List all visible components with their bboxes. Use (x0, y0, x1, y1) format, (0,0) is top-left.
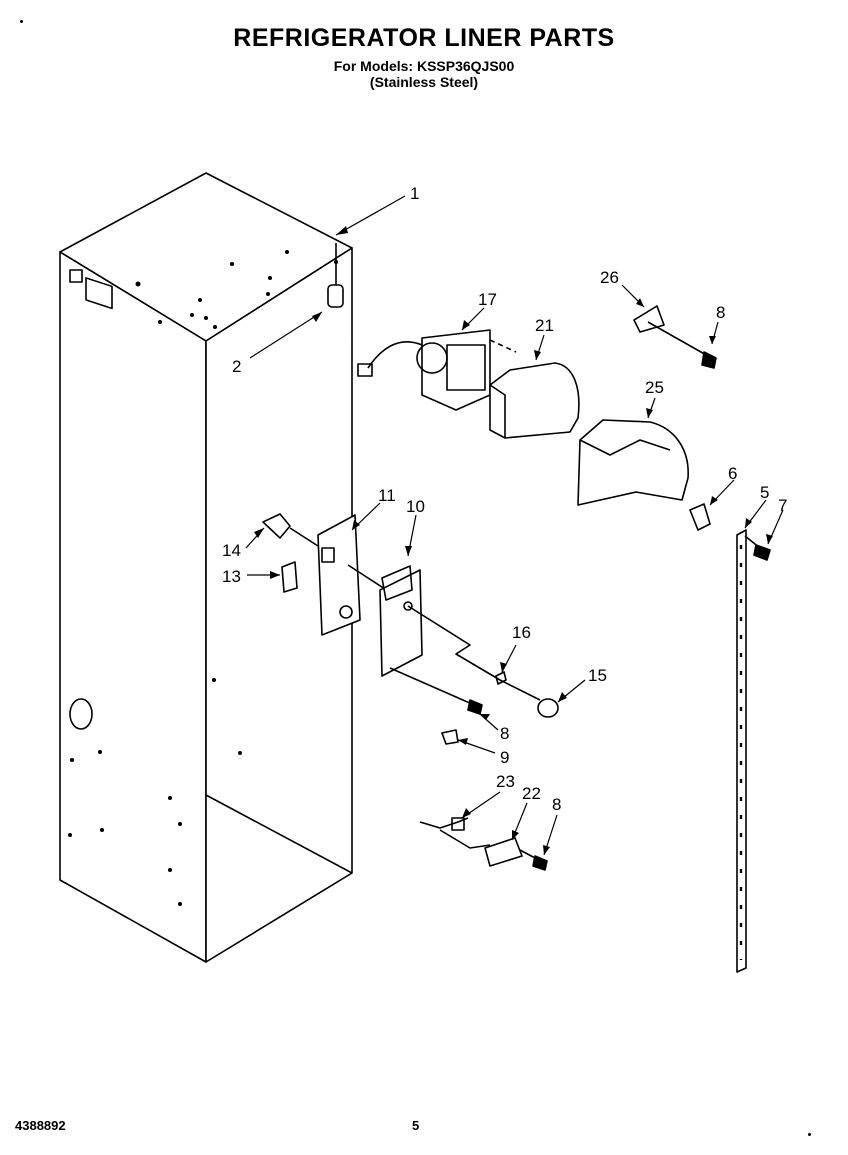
liner-holes (68, 250, 338, 906)
callout-arrowheads (254, 226, 773, 855)
wire-harness-part (419, 817, 491, 849)
control-bracket-part (379, 565, 423, 677)
callout-numbers: 1 2 26 8 17 21 25 6 5 7 11 10 14 13 16 1… (222, 184, 787, 814)
control-housing-part (317, 514, 361, 636)
screw-part-9 (441, 729, 459, 745)
shelf-rail-part (736, 529, 747, 973)
knob-part (262, 513, 319, 547)
callout-25: 25 (645, 378, 664, 397)
fan-motor-part (357, 329, 517, 411)
document-number: 4388892 (15, 1118, 66, 1133)
callout-21: 21 (535, 316, 554, 335)
callout-13: 13 (222, 567, 241, 586)
callout-23: 23 (496, 772, 515, 791)
callout-8-mid: 8 (500, 724, 509, 743)
callout-15: 15 (588, 666, 607, 685)
spacer-part-16 (495, 671, 507, 685)
callout-26: 26 (600, 268, 619, 287)
finish-line: (Stainless Steel) (369, 74, 479, 90)
duct-part (489, 362, 580, 439)
bracket-part-26 (633, 305, 717, 369)
page-number: 5 (412, 1118, 420, 1133)
callout-14: 14 (222, 541, 241, 560)
models-line: For Models: KSSP36QJS00 (333, 58, 515, 74)
page-title: REFRIGERATOR LINER PARTS (233, 24, 615, 52)
callout-10: 10 (406, 497, 425, 516)
callout-7: 7 (778, 496, 787, 515)
switch-part (484, 837, 548, 871)
callout-17: 17 (478, 290, 497, 309)
cover-part (577, 419, 689, 506)
callout-6: 6 (728, 464, 737, 483)
model-info: For Models: KSSP36QJS00 (Stainless Steel… (0, 58, 848, 90)
clip-part-6 (689, 503, 711, 531)
callout-9: 9 (500, 748, 509, 767)
light-socket-part (537, 698, 559, 718)
label-part (281, 561, 298, 593)
callout-8-top: 8 (716, 303, 725, 322)
sensor-part (327, 243, 344, 308)
liner-cabinet (59, 172, 353, 963)
callout-11: 11 (378, 486, 396, 505)
callout-2: 2 (232, 357, 241, 376)
callout-5: 5 (760, 483, 769, 502)
callout-1: 1 (410, 184, 419, 203)
screw-part-7 (744, 535, 771, 561)
corner-mark (20, 20, 23, 23)
callout-8-low: 8 (552, 795, 561, 814)
corner-mark (808, 1133, 811, 1136)
callout-16: 16 (512, 623, 531, 642)
callout-22: 22 (522, 784, 541, 803)
